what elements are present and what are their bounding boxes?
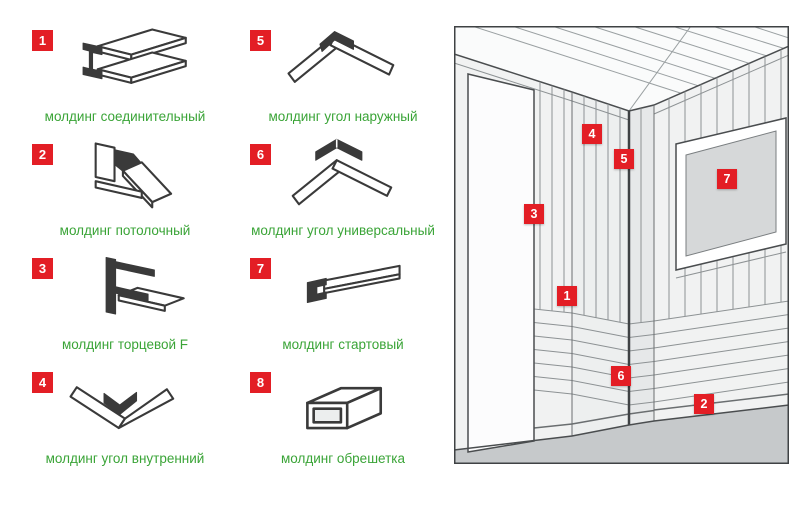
- room-drawing: [454, 26, 789, 464]
- universal-corner-molding-icon: [273, 132, 413, 221]
- item-caption: молдинг угол внутренний: [45, 451, 205, 466]
- ceiling-molding-icon: [55, 132, 195, 221]
- item-number-badge: 7: [250, 258, 271, 279]
- legend-item-7: 7 молдинг стартовый: [240, 246, 446, 360]
- item-caption: молдинг обрешетка: [281, 451, 405, 466]
- room-badge-7: 7: [717, 169, 737, 189]
- item-number-badge: 8: [250, 372, 271, 393]
- legend-item-6: 6 молдинг угол универсальный: [240, 132, 446, 246]
- item-number-badge: 5: [250, 30, 271, 51]
- item-caption: молдинг торцевой F: [61, 337, 189, 352]
- legend-item-5: 5 молдинг угол наружный: [240, 18, 446, 132]
- legend-item-8: 8 молдинг обрешетка: [240, 360, 446, 474]
- f-end-molding-icon: [55, 246, 195, 335]
- item-caption: молдинг потолочный: [59, 223, 191, 238]
- room-badge-6: 6: [611, 366, 631, 386]
- item-number-badge: 3: [32, 258, 53, 279]
- start-molding-icon: [273, 246, 413, 335]
- room-badge-1: 1: [557, 286, 577, 306]
- item-caption: молдинг угол наружный: [268, 109, 418, 124]
- legend-item-1: 1 молдинг соединительный: [22, 18, 228, 132]
- legend-item-4: 4 молдинг угол внутренний: [22, 360, 228, 474]
- room-badge-5: 5: [614, 149, 634, 169]
- room-badge-3: 3: [524, 204, 544, 224]
- inner-corner-molding-icon: [55, 360, 195, 449]
- connector-molding-icon: [55, 18, 195, 107]
- item-number-badge: 2: [32, 144, 53, 165]
- room-badge-4: 4: [582, 124, 602, 144]
- room-badge-2: 2: [694, 394, 714, 414]
- outer-corner-molding-icon: [273, 18, 413, 107]
- batten-molding-icon: [273, 360, 413, 449]
- item-caption: молдинг стартовый: [282, 337, 404, 352]
- item-caption: молдинг угол универсальный: [251, 223, 435, 238]
- item-number-badge: 1: [32, 30, 53, 51]
- room-illustration: 4 5 3 7 1 6 2: [454, 26, 789, 464]
- item-caption: молдинг соединительный: [44, 109, 206, 124]
- item-number-badge: 4: [32, 372, 53, 393]
- item-number-badge: 6: [250, 144, 271, 165]
- legend-item-2: 2 молдинг потолочный: [22, 132, 228, 246]
- molding-legend: 1 молдинг соединительный 2: [22, 18, 446, 474]
- legend-item-3: 3 молдинг торцевой F: [22, 246, 228, 360]
